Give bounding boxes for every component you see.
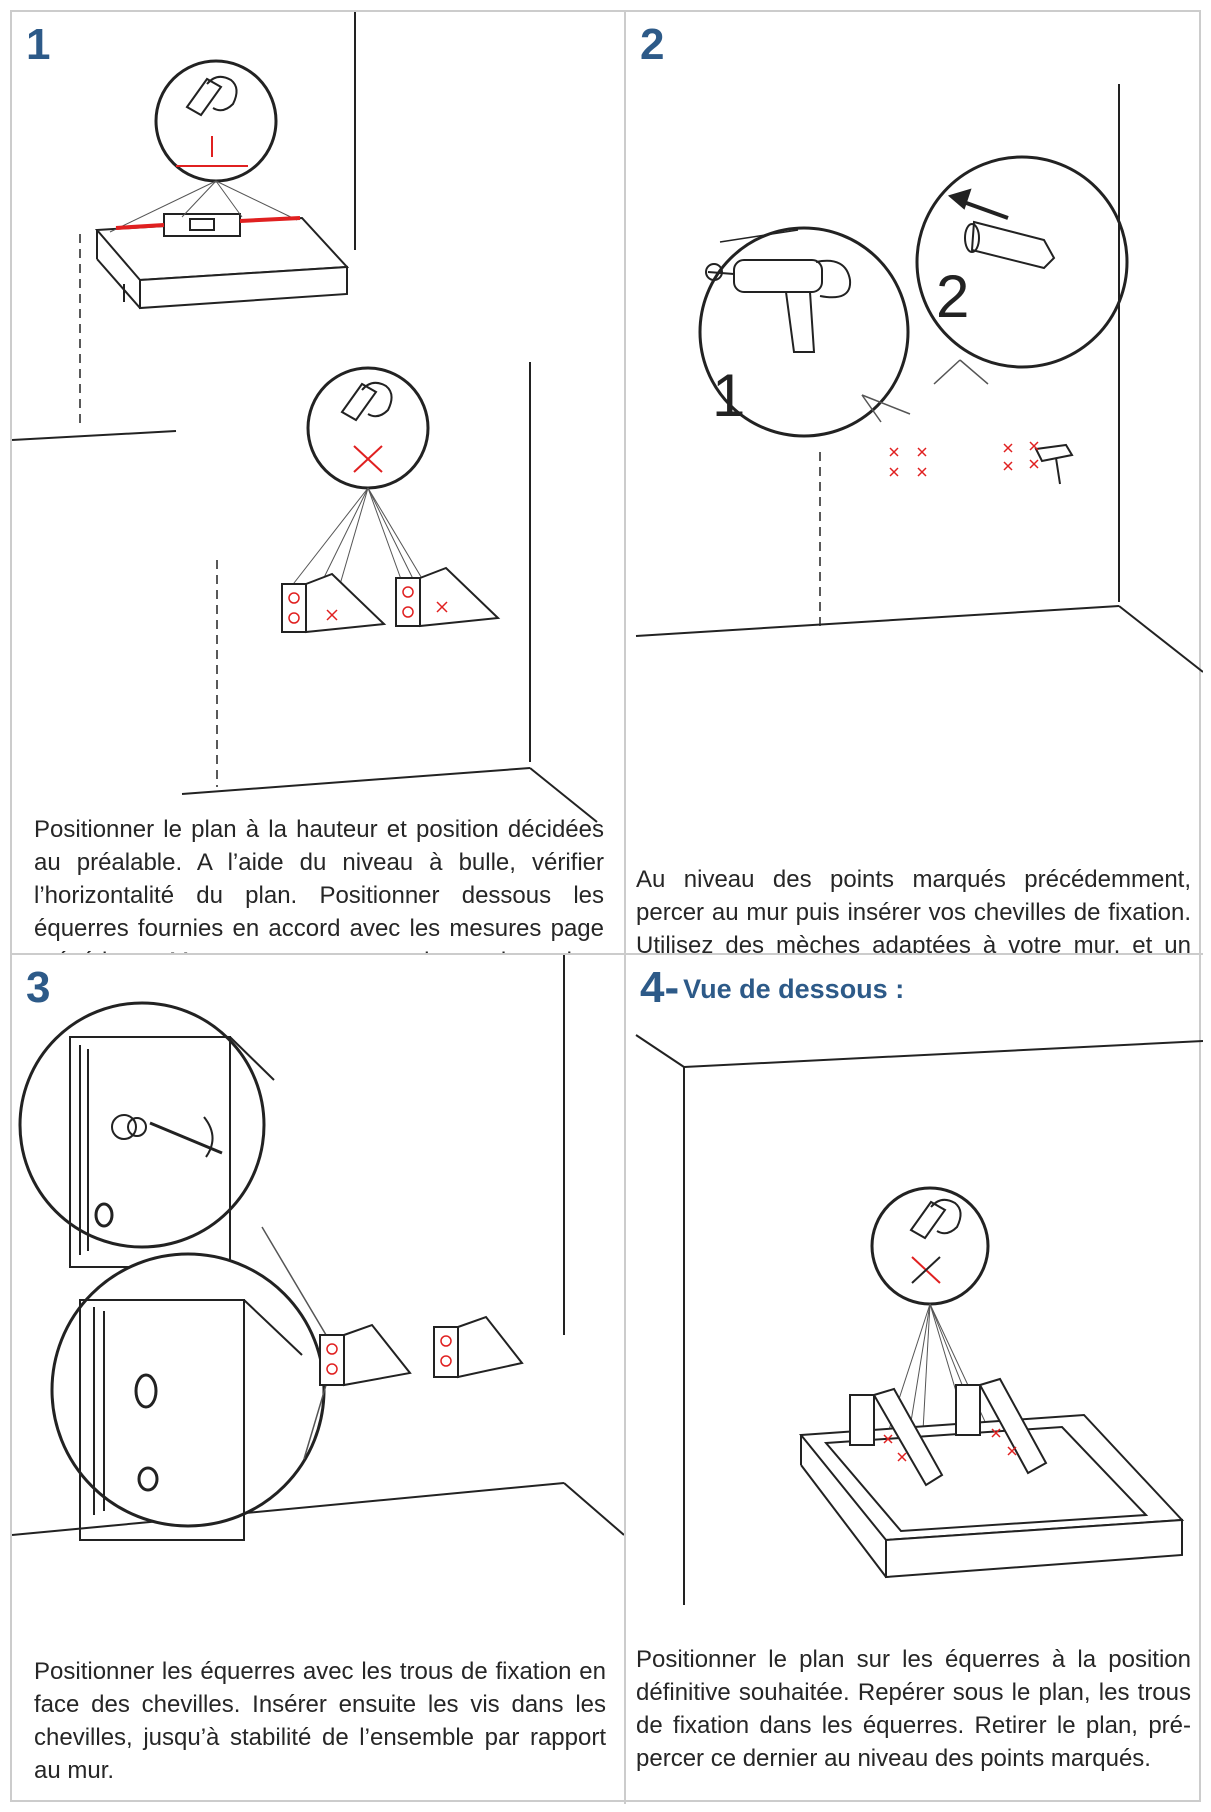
step-2-number: 2 [640, 20, 665, 69]
anchor-callout-number: 2 [936, 263, 969, 330]
step-4-number: 4-Vue de dessous : [640, 963, 905, 1012]
step-1-illustration [12, 12, 598, 823]
step-1-text: Positionner le plan à la hauteur et posi… [34, 816, 604, 953]
step-2-panel: 2 [626, 12, 1203, 955]
step-3-panel: 3 [12, 955, 626, 1804]
step-2-illustration: 1 2 [635, 84, 1203, 673]
instruction-grid: 1 [10, 10, 1203, 1804]
step-4-panel: 4-Vue de dessous : [626, 955, 1203, 1804]
step-1-number: 1 [26, 20, 51, 69]
step-4-subtitle: Vue de dessous : [683, 974, 905, 1004]
step-3-text: Positionner les équerres avec les trous … [34, 1658, 606, 1784]
step-4-text: Positionner le plan sur les équerres à l… [636, 1646, 1191, 1772]
step-2-text: Au niveau des points marqués précédemmen… [636, 866, 1191, 955]
step-3-illustration [12, 955, 624, 1541]
step-3-number: 3 [26, 963, 51, 1012]
step-4-illustration [635, 1034, 1203, 1605]
step-1-panel: 1 [12, 12, 626, 955]
drill-callout-number: 1 [712, 362, 745, 429]
